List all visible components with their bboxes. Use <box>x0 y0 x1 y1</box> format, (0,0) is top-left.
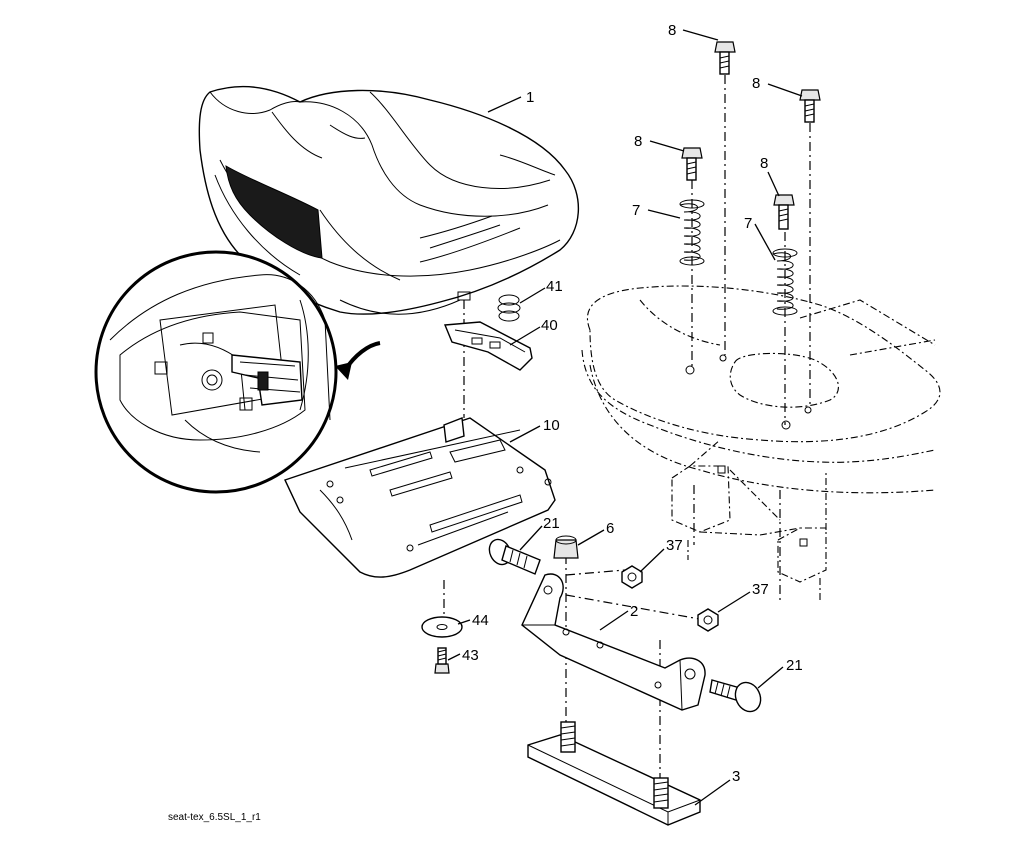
callout-8-c: 8 <box>634 133 642 150</box>
callout-44: 44 <box>472 612 489 629</box>
washer-44 <box>421 616 463 638</box>
seat-pan-10 <box>284 417 556 578</box>
diagram-caption: seat-tex_6.5SL_1_r1 <box>168 812 261 823</box>
shoulder-bolt-21-left <box>488 538 541 575</box>
callout-3: 3 <box>732 768 740 785</box>
bolt-8-c <box>681 147 703 181</box>
callout-8-b: 8 <box>752 75 760 92</box>
callout-7-right: 7 <box>744 215 752 232</box>
alignment-lines <box>443 75 811 785</box>
callout-labels: 1 2 3 6 7 7 8 8 8 8 10 21 21 37 37 40 41… <box>462 22 803 785</box>
seat <box>198 85 579 315</box>
callout-43: 43 <box>462 647 479 664</box>
callout-37-b: 37 <box>752 581 769 598</box>
callout-6: 6 <box>606 520 614 537</box>
callout-10: 10 <box>543 417 560 434</box>
detail-inset <box>94 250 381 494</box>
spacer-6 <box>553 535 579 559</box>
spring-41 <box>497 294 521 322</box>
bracket-2 <box>521 573 706 711</box>
fender-frame <box>581 285 941 600</box>
plate-3 <box>527 721 701 826</box>
bolt-43 <box>434 647 450 674</box>
callout-8-d: 8 <box>760 155 768 172</box>
spring-7-right <box>772 248 798 316</box>
bolt-8-d <box>773 194 795 230</box>
leader-lines <box>447 29 803 806</box>
callout-41: 41 <box>546 278 563 295</box>
nut-37-a <box>621 565 643 589</box>
bolt-8-a <box>714 41 736 75</box>
callout-1: 1 <box>526 89 534 106</box>
callout-21-right: 21 <box>786 657 803 674</box>
callout-8-a: 8 <box>668 22 676 39</box>
latch-40 <box>443 321 533 371</box>
callout-40: 40 <box>541 317 558 334</box>
callout-2: 2 <box>630 603 638 620</box>
callout-21-left: 21 <box>543 515 560 532</box>
shoulder-bolt-21-right <box>709 679 762 713</box>
bolt-8-b <box>799 89 821 123</box>
spring-7-left <box>679 199 705 266</box>
nut-37-b <box>697 608 719 632</box>
callout-37-a: 37 <box>666 537 683 554</box>
callout-7-left: 7 <box>632 202 640 219</box>
